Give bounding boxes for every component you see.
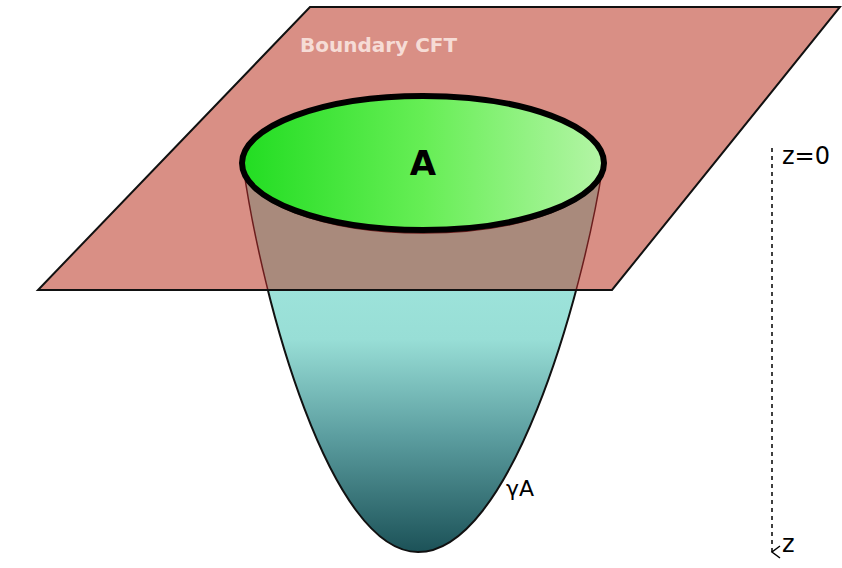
region-label: A (410, 143, 436, 183)
region-ellipse (242, 96, 604, 230)
plane-label: Boundary CFT (300, 33, 457, 57)
boundary-plane-node: Boundary CFT A (38, 5, 842, 292)
axis-label: z=0 (782, 142, 830, 170)
surface-label: γA (506, 476, 534, 501)
axis-label: z (782, 530, 795, 558)
z-axis (771, 148, 773, 552)
region-node: A (238, 90, 608, 236)
